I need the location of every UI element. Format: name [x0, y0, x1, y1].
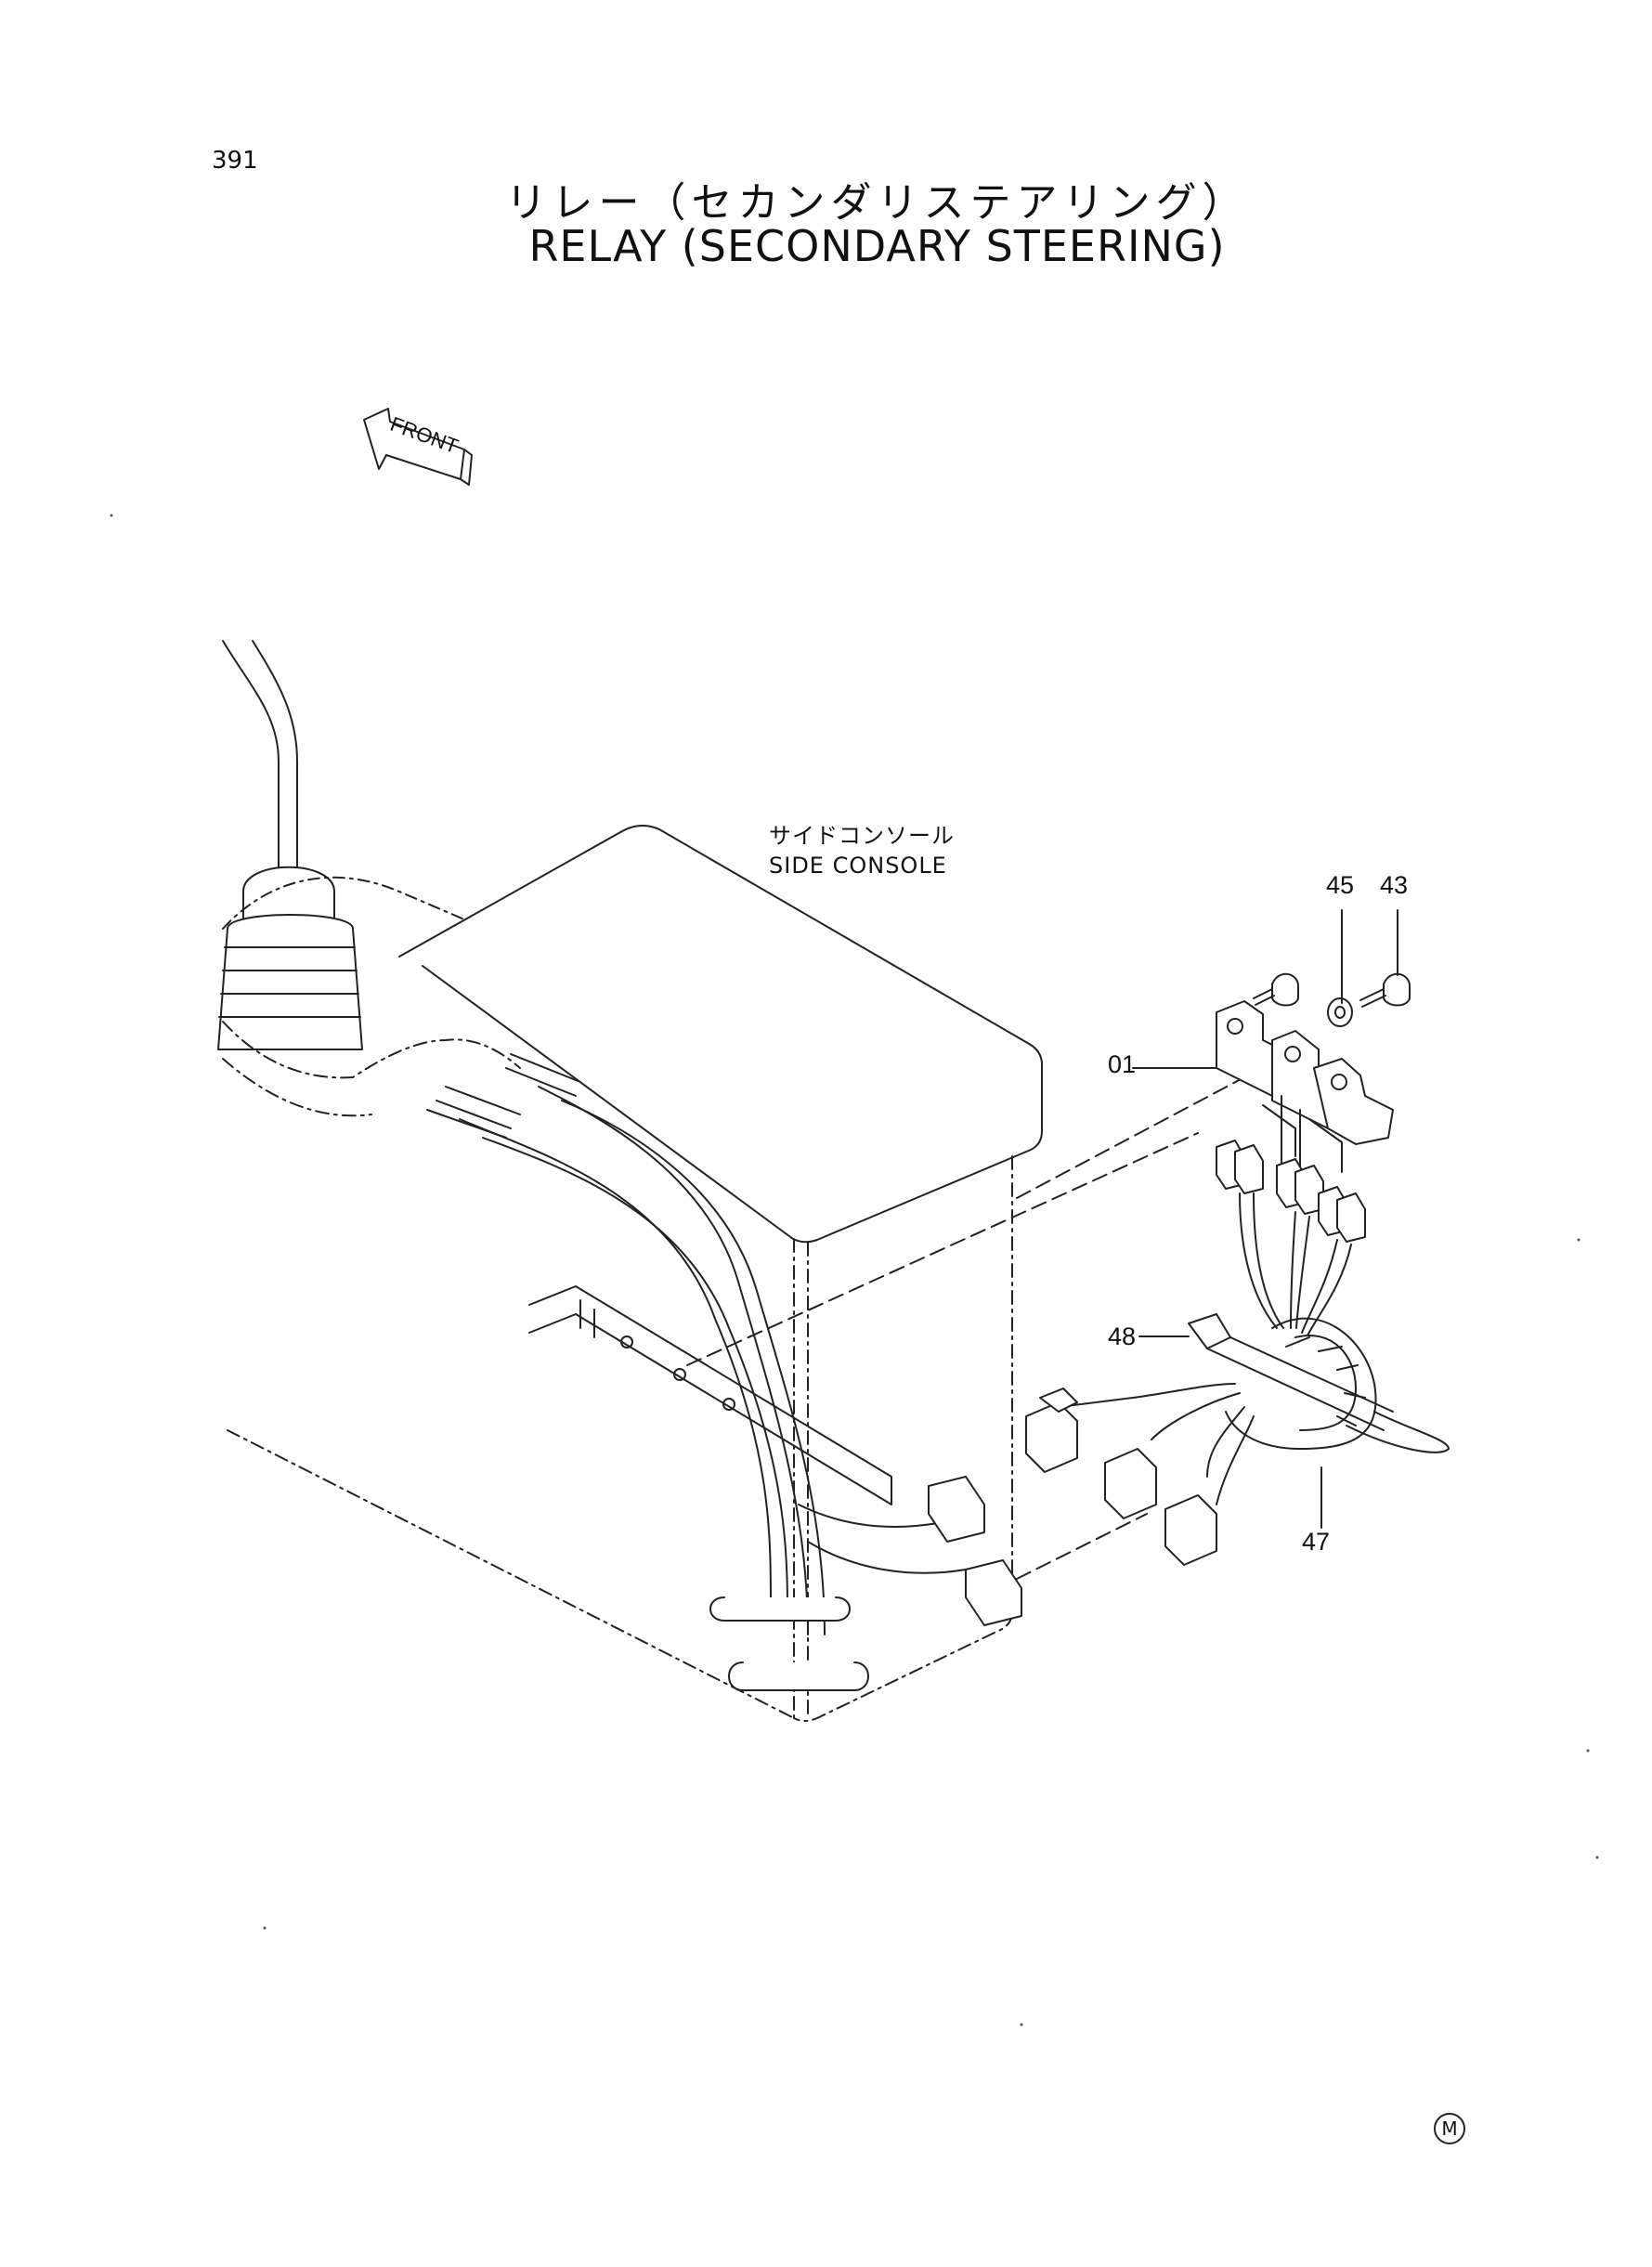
routing-lines — [686, 1076, 1245, 1580]
front-arrow-icon: FRONT — [363, 408, 473, 486]
screw-icon — [1253, 972, 1299, 1007]
joystick-lever — [217, 640, 363, 1050]
relay-harness — [1216, 1140, 1366, 1336]
connector-icon — [1025, 1388, 1078, 1473]
callout-43: 43 — [1380, 871, 1409, 899]
callout-01: 01 — [1108, 1050, 1137, 1078]
wire-harness — [1058, 1313, 1450, 1505]
title-english: RELAY (SECONDARY STEERING) — [528, 221, 1226, 271]
callout-leaders — [1132, 909, 1398, 1529]
callout-47: 47 — [1302, 1528, 1331, 1556]
harness-tubes — [426, 1053, 1022, 1691]
connector-icon — [1164, 1494, 1217, 1566]
page-number: 391 — [212, 147, 258, 175]
title-japanese: リレー（セカンダリステアリング） — [505, 179, 1249, 227]
callout-48: 48 — [1108, 1322, 1137, 1350]
screw-icon — [1359, 972, 1411, 1008]
side-console-label-en: SIDE CONSOLE — [769, 853, 947, 879]
scan-specks — [110, 514, 1599, 2026]
relay-assembly — [1216, 1000, 1394, 1199]
console-frame — [528, 1285, 892, 1505]
connector-icon — [1104, 1448, 1157, 1519]
washer-icon — [1327, 997, 1353, 1027]
side-console-label: サイドコンソール SIDE CONSOLE — [769, 821, 955, 880]
manufacturer-mark: M — [1434, 2113, 1465, 2144]
side-console-label-jp: サイドコンソール — [769, 823, 955, 849]
callout-45: 45 — [1326, 871, 1355, 899]
